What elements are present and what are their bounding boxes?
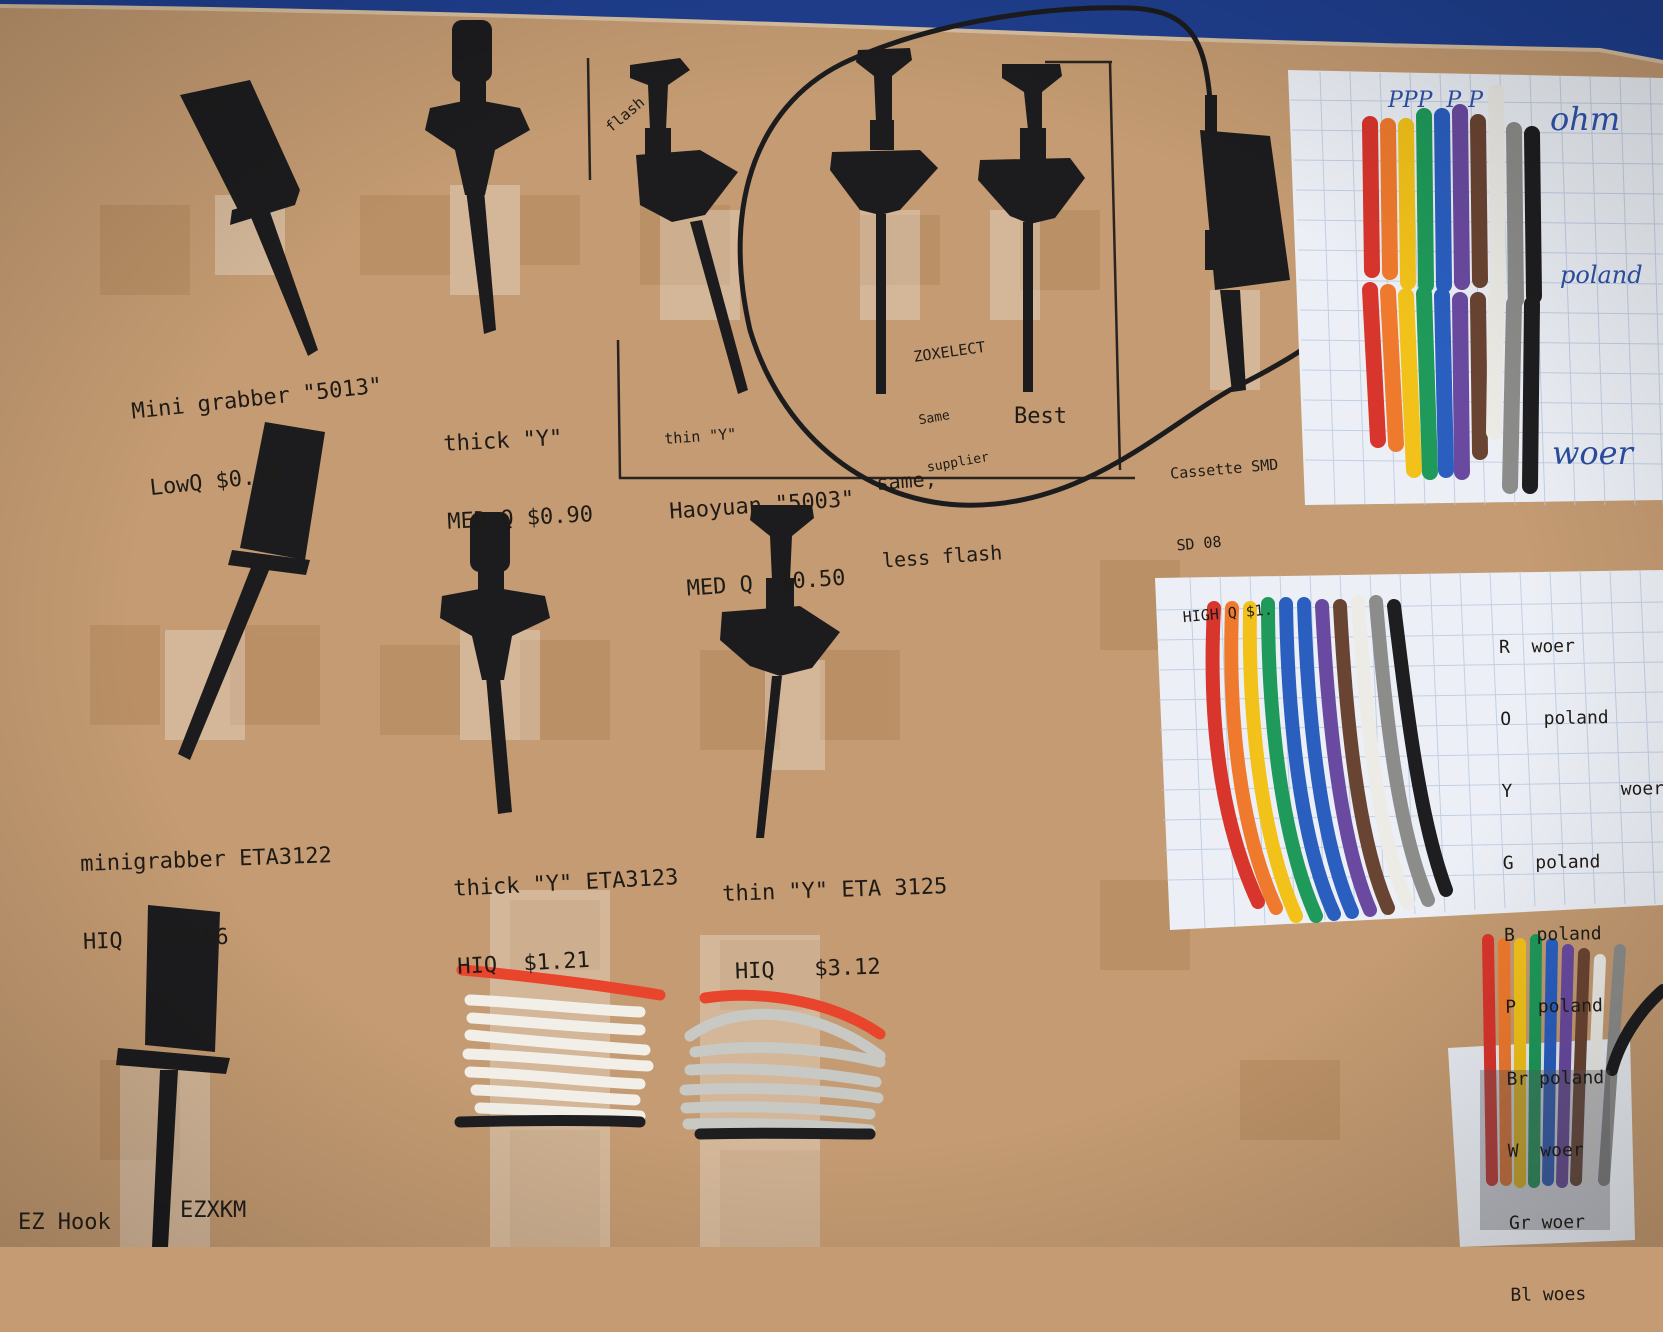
label-best: Best bbox=[1014, 404, 1067, 429]
label-line: HIQ $1.21 bbox=[456, 947, 591, 980]
card2-row: R woer bbox=[1498, 635, 1576, 658]
vignette bbox=[0, 0, 1663, 1247]
label-line: LowQ $0.12 bbox=[148, 462, 283, 502]
label-mini-grabber-eta3122: minigrabber ETA3122 HIQ $1.56 bbox=[78, 791, 336, 982]
label-line: Cassette SMD bbox=[1169, 455, 1279, 483]
card2-row: B poland bbox=[1503, 923, 1602, 946]
label-line: SD 08 bbox=[1175, 532, 1223, 555]
label-line: same, bbox=[875, 466, 938, 495]
label-line: thin "Y" bbox=[663, 424, 737, 448]
board-photo bbox=[0, 0, 1663, 1247]
card1-note-ohm: ohm bbox=[1550, 100, 1621, 138]
label-ezxkm: EZXKM bbox=[180, 1198, 247, 1223]
label-haoyuan-5003: thin "Y" Haoyuan "5003" MED Q $0.50 bbox=[660, 365, 863, 629]
label-line: thick "Y" bbox=[442, 425, 564, 457]
card2-row: P poland bbox=[1505, 995, 1604, 1018]
card2-row: W woer bbox=[1507, 1139, 1584, 1162]
card2-row: G poland bbox=[1502, 851, 1601, 874]
label-mini-grabber-5013: Mini grabber "5013" LowQ $0.12 bbox=[125, 322, 394, 529]
card2-color-list: R woer O poland Y woer G poland B poland… bbox=[1498, 585, 1663, 1332]
label-line: less flash bbox=[881, 540, 1003, 573]
label-thick-y-top: thick "Y" MED Q $0.90 bbox=[440, 372, 595, 561]
label-line: HIQ $1.56 bbox=[82, 924, 230, 955]
card1-color-codes: PPP P P bbox=[1388, 88, 1483, 113]
label-line: HIQ $3.12 bbox=[734, 954, 882, 985]
card1-note-poland: poland bbox=[1560, 261, 1643, 289]
card2-row: Y woer bbox=[1501, 778, 1663, 802]
card2-row: Gr woer bbox=[1508, 1211, 1586, 1234]
label-thick-y-eta3123: thick "Y" ETA3123 HIQ $1.21 bbox=[450, 813, 684, 1007]
label-line: minigrabber ETA3122 bbox=[79, 843, 333, 877]
label-cassette-smd: Cassette SMD SD 08 HIGH Q $1. bbox=[1165, 405, 1294, 654]
label-line: Mini grabber "5013" bbox=[130, 373, 384, 425]
label-line: Haoyuan "5003" bbox=[668, 486, 856, 525]
label-line: MED Q $0.50 bbox=[685, 565, 847, 602]
label-line: MED Q $0.90 bbox=[446, 502, 594, 535]
card2-row: O poland bbox=[1500, 707, 1609, 730]
label-line: thick "Y" ETA3123 bbox=[452, 865, 679, 902]
card2-row: Bl woes bbox=[1510, 1283, 1587, 1306]
label-thin-y-eta3125: thin "Y" ETA 3125 HIQ $3.12 bbox=[720, 822, 951, 1012]
card2-row: Br poland bbox=[1506, 1067, 1605, 1090]
card1-note-woer: woer bbox=[1552, 434, 1633, 472]
label-line: thin "Y" ETA 3125 bbox=[721, 874, 948, 907]
label-same-less-flash: same, less flash bbox=[872, 410, 1005, 600]
label-line: HIGH Q $1. bbox=[1181, 600, 1274, 627]
label-ez-hook: EZ Hook bbox=[18, 1210, 111, 1235]
